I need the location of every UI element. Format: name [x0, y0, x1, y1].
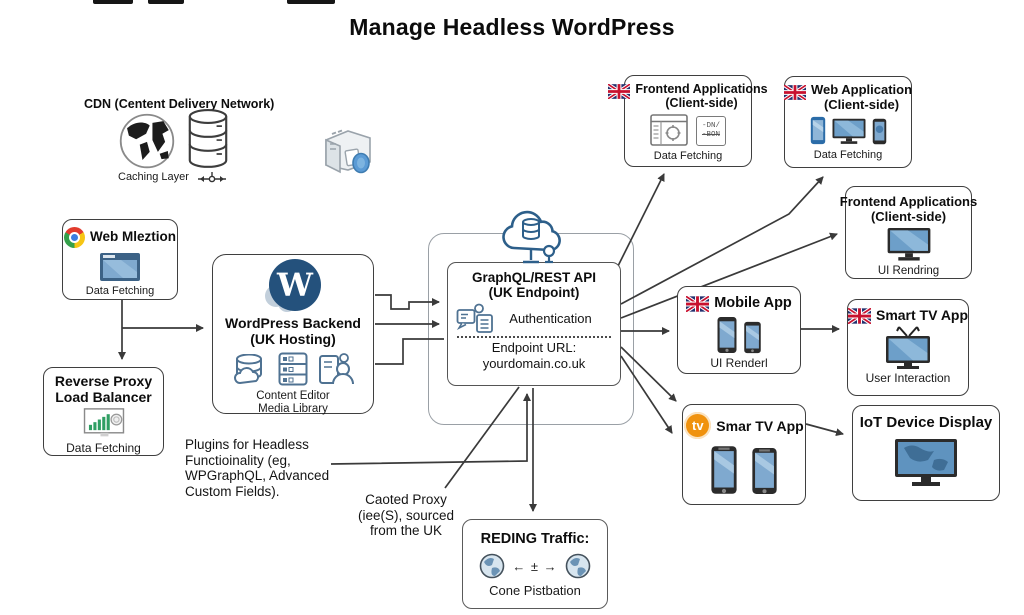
- browser-wireframe-icon: [650, 114, 688, 146]
- browser-window-icon: [100, 253, 140, 281]
- frontend-top-title-1: Frontend Applications: [635, 82, 768, 96]
- web-application-box: Web Application (Client-side): [783, 76, 913, 168]
- chrome-icon: [64, 227, 85, 248]
- reding-caption: Cone Pistbation: [489, 583, 581, 598]
- smart-tv-app-box: Smart TV App User Interaction: [847, 299, 969, 396]
- smartphone-icon: [744, 321, 761, 354]
- content-editor-person-icon: [319, 353, 354, 385]
- frontend-top-title-2: (Client-side): [665, 96, 738, 110]
- plugins-note-line-4: Custom Fields).: [185, 483, 280, 499]
- plugins-note-line-2: Functioinality (eg,: [185, 452, 291, 468]
- api-box: GraphQL/REST API (UK Endpoint) Authentic…: [447, 262, 621, 386]
- cloud-database-icon: [502, 210, 561, 264]
- frontend-right-title-2: (Client-side): [870, 209, 947, 224]
- smartphone-icon: [711, 446, 737, 494]
- wordpress-backend-box: W WordPress Backend (UK Hosting): [212, 254, 374, 415]
- code-doc-line-2: -BON: [701, 131, 720, 139]
- api-endpoint-value: yourdomain.co.uk: [482, 356, 586, 371]
- frontend-right-caption: UI Rendring: [877, 265, 940, 277]
- wordpress-caption-2: Media Library: [258, 403, 328, 415]
- frontend-top-caption: Data Fetching: [653, 150, 723, 162]
- api-divider: [457, 336, 611, 338]
- frontend-apps-top-box: Frontend Applications (Client-side) -DN/…: [608, 75, 768, 167]
- wordpress-logo-letter: W: [276, 266, 314, 304]
- smart-tv-title: Smart TV App: [875, 307, 969, 323]
- smar-tv-app-box: tv Smar TV App: [682, 404, 806, 505]
- smartphone-icon: [717, 317, 737, 353]
- uk-flag-icon: [686, 296, 710, 312]
- reding-arrows-glyph: ← ± →: [512, 558, 558, 574]
- authentication-icon: [456, 303, 493, 333]
- bar-chart-gauge-icon: [83, 408, 124, 437]
- frontend-right-title-1: Frontend Applications: [839, 194, 978, 209]
- tv-antenna-icon: [886, 326, 930, 369]
- plugins-note-line-1: Plugins for Headless: [185, 437, 309, 452]
- uk-flag-icon: [608, 84, 631, 99]
- web-mleztion-box: Web Mleztion Data Fetching: [62, 219, 178, 300]
- plugins-note-line-3: WPGraphQL, Advanced: [185, 468, 330, 483]
- api-title-2: (UK Endpoint): [488, 285, 580, 300]
- web-app-title-1: Web Application: [810, 82, 913, 97]
- web-mleztion-caption: Data Fetching: [85, 285, 155, 297]
- globe-icon: [480, 553, 505, 579]
- reverse-proxy-caption: Data Fetching: [66, 441, 141, 455]
- page-title: Manage Headless WordPress: [349, 14, 675, 40]
- smart-tv-caption: User Interaction: [865, 371, 951, 385]
- proxy-note-line-2: (iee(S), sourced: [357, 507, 455, 523]
- globe-icon: [565, 553, 590, 579]
- tv-badge-icon: tv: [684, 412, 712, 439]
- cdn-caption: Caching Layer: [118, 171, 189, 183]
- artifact-mark: [148, 0, 184, 4]
- plugins-note: Plugins for Headless Functioinality (eg,…: [185, 437, 350, 499]
- uk-flag-icon: [847, 308, 871, 324]
- proxy-note-line-3: from the UK: [369, 523, 443, 538]
- wordpress-caption-1: Content Editor: [256, 390, 330, 402]
- web-app-title-2: (Client-side): [823, 96, 900, 112]
- artifact-mark: [93, 0, 133, 4]
- frontend-apps-right-box: Frontend Applications (Client-side) UI R…: [840, 186, 977, 279]
- reding-title: REDING Traffic:: [480, 531, 590, 547]
- cached-proxy-note: Caoted Proxy (iee(S), sourced from the U…: [340, 492, 472, 539]
- smartphone-icon: [872, 118, 886, 145]
- iot-display-icon: [895, 439, 957, 486]
- reverse-proxy-title-1: Reverse Proxy: [54, 373, 153, 389]
- proxy-note-line-1: Caoted Proxy: [365, 492, 447, 507]
- database-cloud-icon: [234, 354, 262, 385]
- wordpress-title-1: WordPress Backend: [225, 315, 361, 331]
- web-app-title: Web Application (Client-side): [810, 82, 913, 112]
- code-document-icon: -DN/ -BON: [696, 116, 726, 146]
- uk-flag-icon: [783, 85, 806, 100]
- api-auth-label: Authentication: [509, 310, 592, 326]
- code-doc-line-1: -DN/: [701, 122, 720, 130]
- print-server-icon: [325, 129, 371, 174]
- api-title-1: GraphQL/REST API: [471, 270, 596, 285]
- mobile-app-title: Mobile App: [714, 295, 792, 311]
- reverse-proxy-title-2: Load Balancer: [55, 389, 152, 405]
- reverse-proxy-box: Reverse Proxy Load Balancer Data Fetchin…: [43, 367, 164, 456]
- wordpress-logo-icon: W: [262, 258, 324, 315]
- mobile-app-box: Mobile App UI Renderl: [677, 286, 801, 374]
- mobile-app-caption: UI Renderl: [710, 356, 768, 370]
- server-rack-icon: [278, 352, 308, 386]
- smartphone-icon: [810, 116, 825, 145]
- cdn-label: CDN (Centent Delivery Network): [84, 97, 275, 111]
- iot-title: IoT Device Display: [859, 414, 993, 431]
- api-endpoint-label: Endpoint URL:: [491, 340, 577, 355]
- frontend-top-title: Frontend Applications (Client-side): [635, 82, 767, 110]
- wordpress-title-2: (UK Hosting): [250, 331, 336, 347]
- database-stack-icon: [188, 109, 228, 168]
- smar-tv-title: Smar TV App: [716, 417, 804, 434]
- cache-link-icon: [198, 172, 226, 183]
- artifact-mark: [287, 0, 335, 4]
- iot-device-box: IoT Device Display: [852, 405, 1000, 501]
- desktop-monitor-icon: [887, 227, 930, 261]
- reding-traffic-box: REDING Traffic: ← ± → Cone Pistbation: [462, 519, 608, 609]
- world-map-icon: [119, 113, 175, 169]
- web-mleztion-title: Web Mleztion: [90, 229, 176, 244]
- desktop-monitor-icon: [832, 118, 865, 144]
- smartphone-icon: [752, 448, 777, 494]
- web-app-caption: Data Fetching: [813, 149, 883, 161]
